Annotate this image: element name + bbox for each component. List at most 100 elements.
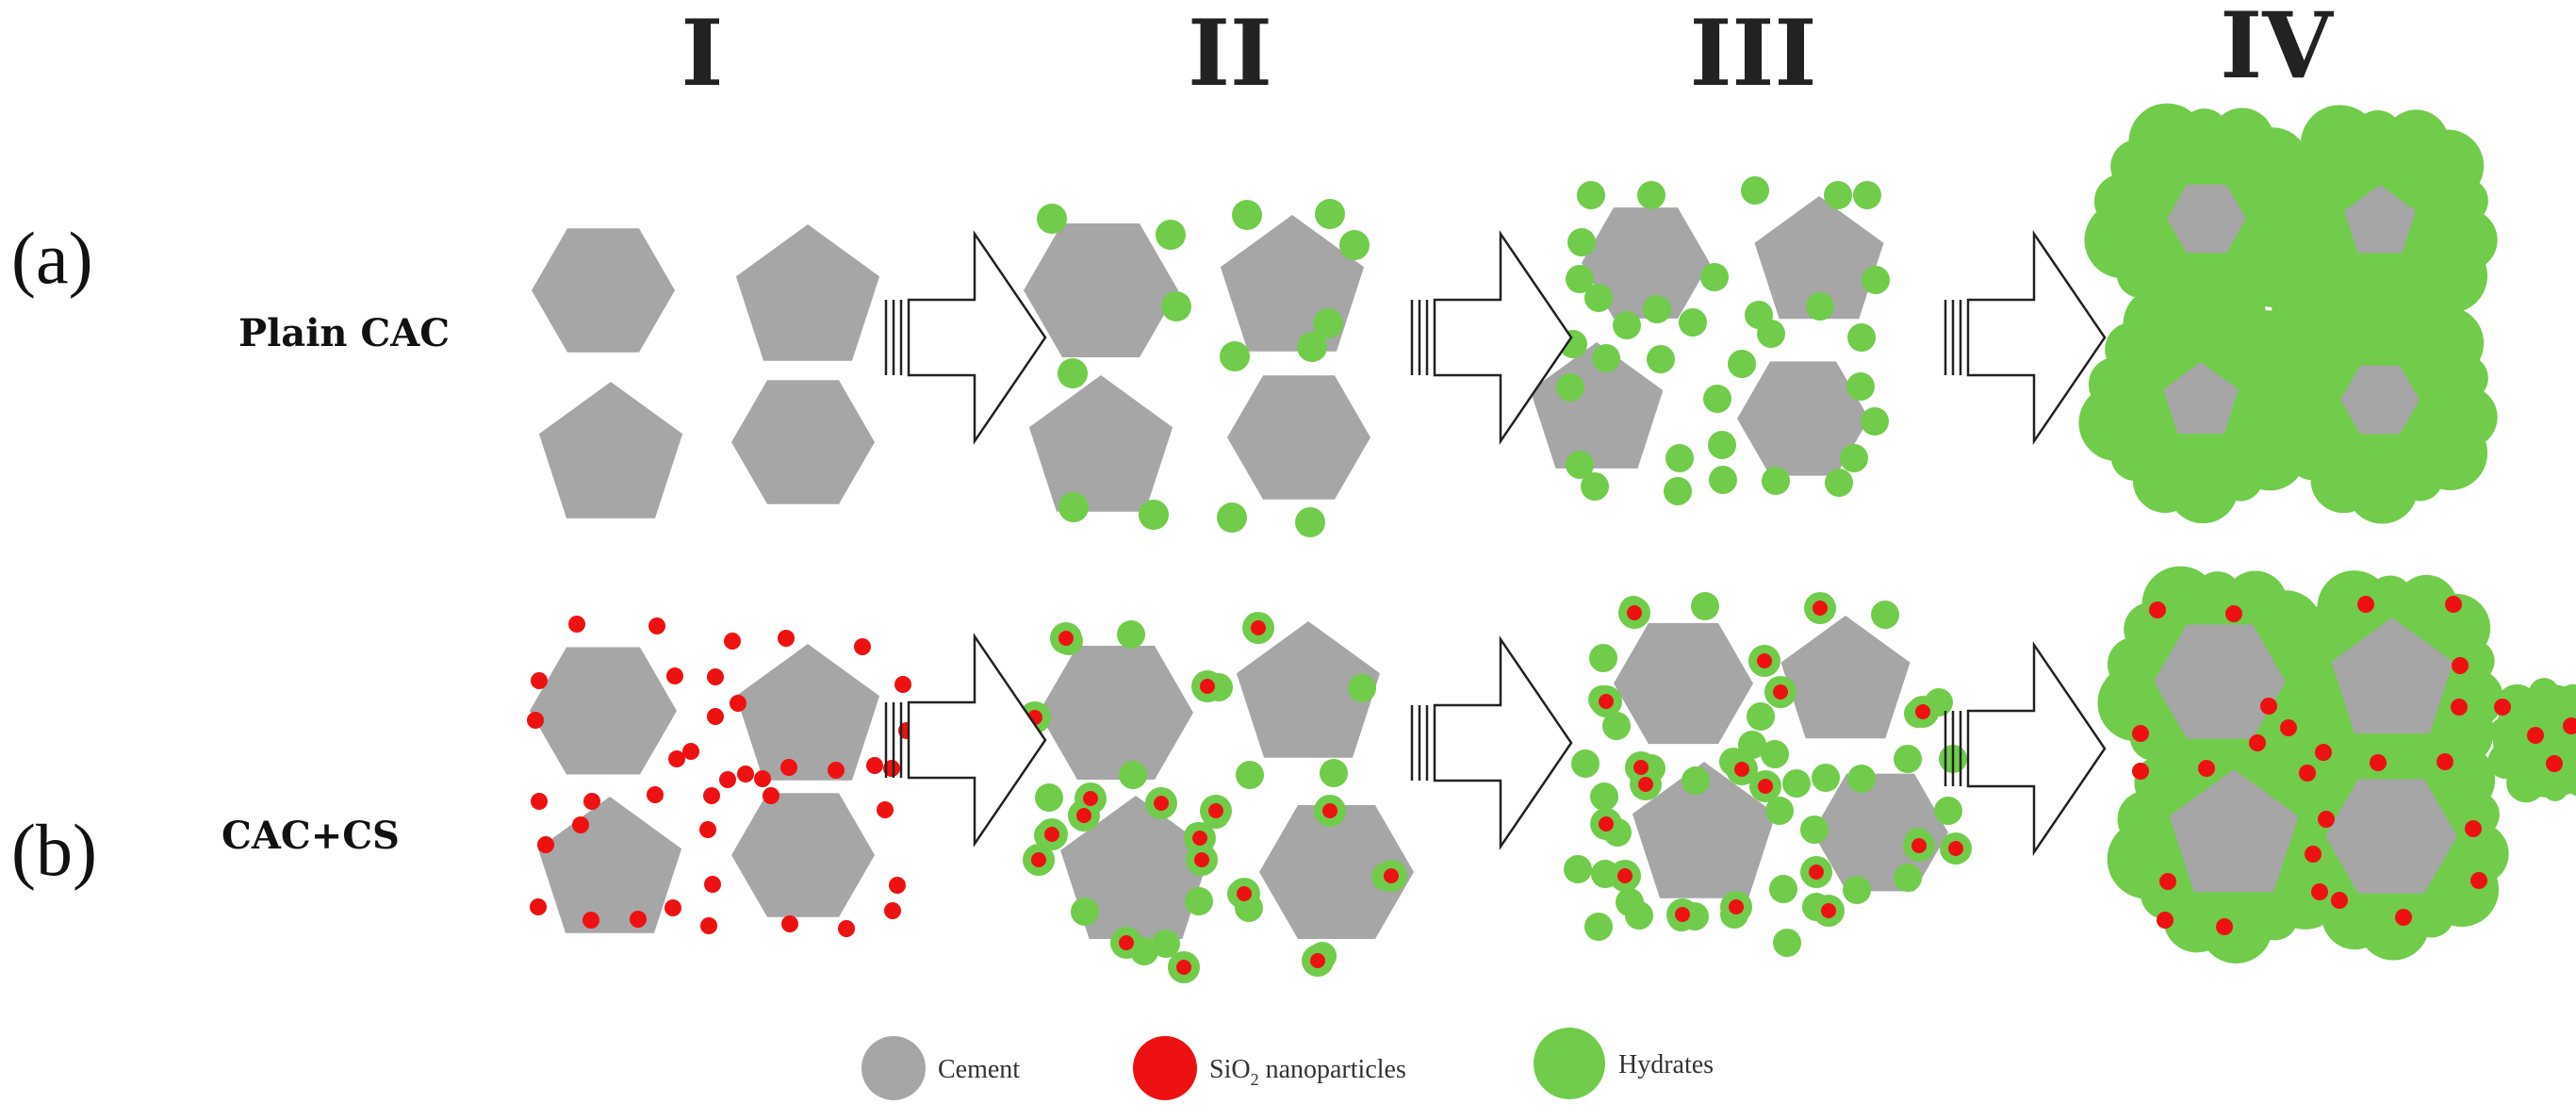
cement-hexagon	[1024, 223, 1178, 357]
hydrate-particle	[1320, 759, 1348, 787]
stage-label-i: I	[681, 0, 724, 107]
cement-hexagon	[731, 380, 875, 504]
sio2-nanoparticle	[2331, 892, 2348, 909]
hydrate-shell-lobe	[2495, 684, 2539, 727]
sio2-nanoparticle	[866, 757, 883, 774]
hydrate-particle	[1161, 291, 1191, 321]
sio2-nanoparticle	[877, 801, 894, 818]
hydrate-particle	[1643, 295, 1671, 323]
hydrate-shell-lobe	[2319, 714, 2356, 751]
sio2-nanoparticle	[1599, 816, 1614, 832]
cement-hexagon	[1614, 622, 1753, 745]
sio2-nanoparticle	[1638, 777, 1653, 792]
sio2-nanoparticle	[582, 912, 599, 929]
sio2-nanoparticle	[1176, 960, 1191, 975]
cement-pentagon	[1530, 342, 1664, 469]
sio2-nanoparticle	[2563, 717, 2576, 734]
hydrate-particle	[1840, 444, 1868, 472]
sio2-nanoparticle	[884, 902, 901, 919]
sio2-nanoparticle	[2395, 909, 2412, 926]
sio2-nanoparticle	[699, 821, 716, 838]
sio2-nanoparticle	[828, 762, 845, 779]
sio2-nanoparticle	[707, 708, 724, 725]
cement-hexagon	[1582, 207, 1710, 319]
hydrate-particle	[1589, 644, 1617, 672]
sio2-nanoparticle	[780, 759, 797, 776]
sio2-nanoparticle	[1809, 865, 1824, 880]
hydrate-particle	[1700, 263, 1729, 291]
sio2-nanoparticle	[2132, 725, 2149, 742]
sio2-nanoparticle	[1821, 903, 1836, 918]
cement-pentagon	[2163, 362, 2239, 434]
hydrate-particle	[1806, 292, 1834, 321]
cement-pentagon	[2344, 185, 2416, 254]
hydrate-particle	[1156, 220, 1186, 250]
hydrate-particle	[1761, 740, 1789, 768]
process-arrow	[1410, 637, 1573, 848]
hydrate-particle	[1847, 323, 1876, 352]
hydrate-particle	[1665, 444, 1694, 472]
sio2-nanoparticle	[2216, 918, 2233, 935]
sio2-nanoparticle	[1617, 868, 1633, 883]
hydrate-particle	[1566, 451, 1594, 479]
sio2-nanoparticle	[894, 676, 911, 693]
hydrate-particle	[1862, 266, 1890, 294]
cement-hexagon	[1227, 375, 1370, 500]
hydrate-particle	[1691, 592, 1719, 620]
sio2-nanoparticle	[2452, 657, 2469, 674]
hydrate-particle	[1773, 929, 1801, 957]
stage-label-ii: II	[1188, 0, 1272, 107]
cement-pentagon	[538, 382, 683, 519]
hydrate-particle	[2272, 287, 2324, 339]
stage-label-iii: III	[1690, 0, 1817, 107]
legend-cement-label: Cement	[938, 1055, 1020, 1084]
hydrate-particle	[1765, 797, 1794, 825]
hydrate-particle	[1119, 761, 1147, 789]
cement-pentagon	[735, 224, 880, 361]
cement-hexagon	[731, 793, 875, 917]
arrow-layer	[884, 232, 2107, 854]
sio2-nanoparticle	[531, 672, 548, 689]
sio2-nanoparticle	[1758, 779, 1773, 794]
hydrate-particle	[1348, 674, 1376, 702]
sio2-nanoparticle	[707, 668, 724, 685]
hydrate-particle	[1782, 769, 1811, 798]
hydrate-shell-lobe	[2293, 780, 2316, 802]
sio2-nanoparticle	[2546, 755, 2563, 772]
hydrate-shell-lobe	[2442, 177, 2488, 224]
sio2-nanoparticle	[1773, 684, 1788, 700]
hydrate-particle	[1871, 601, 1899, 629]
hydrate-particle	[1220, 341, 1250, 371]
sio2-nanoparticle	[1911, 838, 1927, 853]
hydrate-shell-lobe	[2487, 743, 2524, 780]
sio2-nanoparticle	[531, 793, 548, 810]
sio2-nanoparticle	[1083, 791, 1098, 806]
hydrate-particle	[1682, 766, 1710, 795]
hydrate-particle	[1894, 745, 1922, 773]
hydrate-particle	[1556, 373, 1584, 402]
sio2-nanoparticle	[666, 667, 683, 684]
hydrate-particle	[1847, 765, 1876, 793]
hydrate-particle	[1679, 308, 1707, 337]
sio2-nanoparticle	[1251, 620, 1266, 635]
sio2-nanoparticle	[2198, 760, 2215, 777]
sio2-nanoparticle	[2299, 765, 2316, 782]
process-arrow	[884, 232, 1047, 443]
hydrate-particle	[1058, 492, 1089, 522]
cement-pentagon	[537, 797, 682, 933]
legend-sio2-prefix: SiO	[1209, 1055, 1251, 1084]
cement-pentagon	[735, 644, 880, 781]
hydrate-particle	[1625, 901, 1653, 930]
sio2-nanoparticle	[2527, 727, 2544, 744]
sio2-nanoparticle	[1194, 852, 1209, 867]
sio2-nanoparticle	[2225, 605, 2242, 622]
sio2-nanoparticle	[682, 743, 699, 760]
sio2-nanoparticle	[2357, 596, 2374, 613]
hydrate-particle	[1564, 855, 1592, 883]
sio2-nanoparticle	[530, 898, 547, 915]
sio2-nanoparticle	[1322, 803, 1337, 818]
hydrate-shell-lobe	[2442, 354, 2488, 402]
sio2-nanoparticle	[1192, 831, 1207, 846]
sio2-nanoparticle	[1813, 601, 1828, 616]
legend-hydrates-swatch	[1534, 1028, 1605, 1099]
